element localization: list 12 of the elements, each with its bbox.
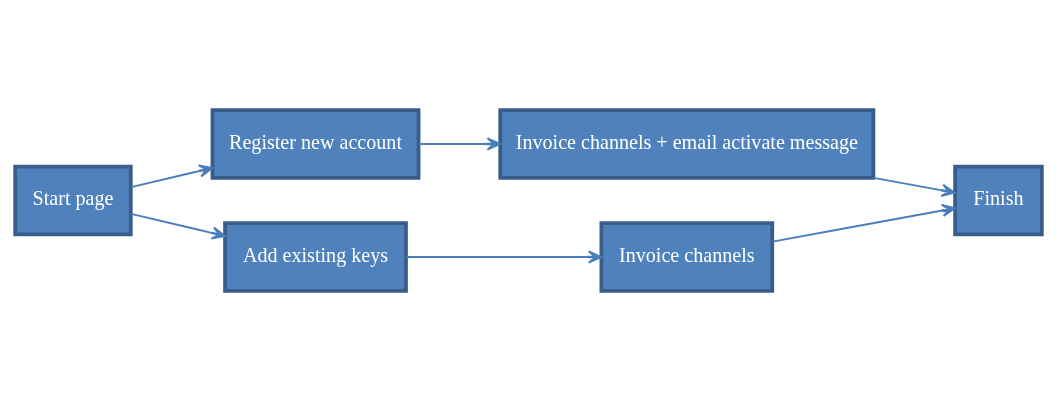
arrow — [771, 204, 956, 243]
node-box: Start page — [13, 164, 133, 237]
node-box: Register new account — [210, 108, 421, 180]
arrow — [405, 250, 603, 264]
node-box: Invoice channels + email activate message — [498, 108, 876, 180]
arrow — [418, 137, 501, 151]
node-box: Add existing keys — [223, 221, 408, 293]
node-box: Invoice channels — [599, 221, 775, 293]
arrow — [872, 176, 956, 197]
arrow — [130, 164, 214, 189]
node-box: Finish — [953, 164, 1044, 237]
arrow — [130, 212, 226, 240]
